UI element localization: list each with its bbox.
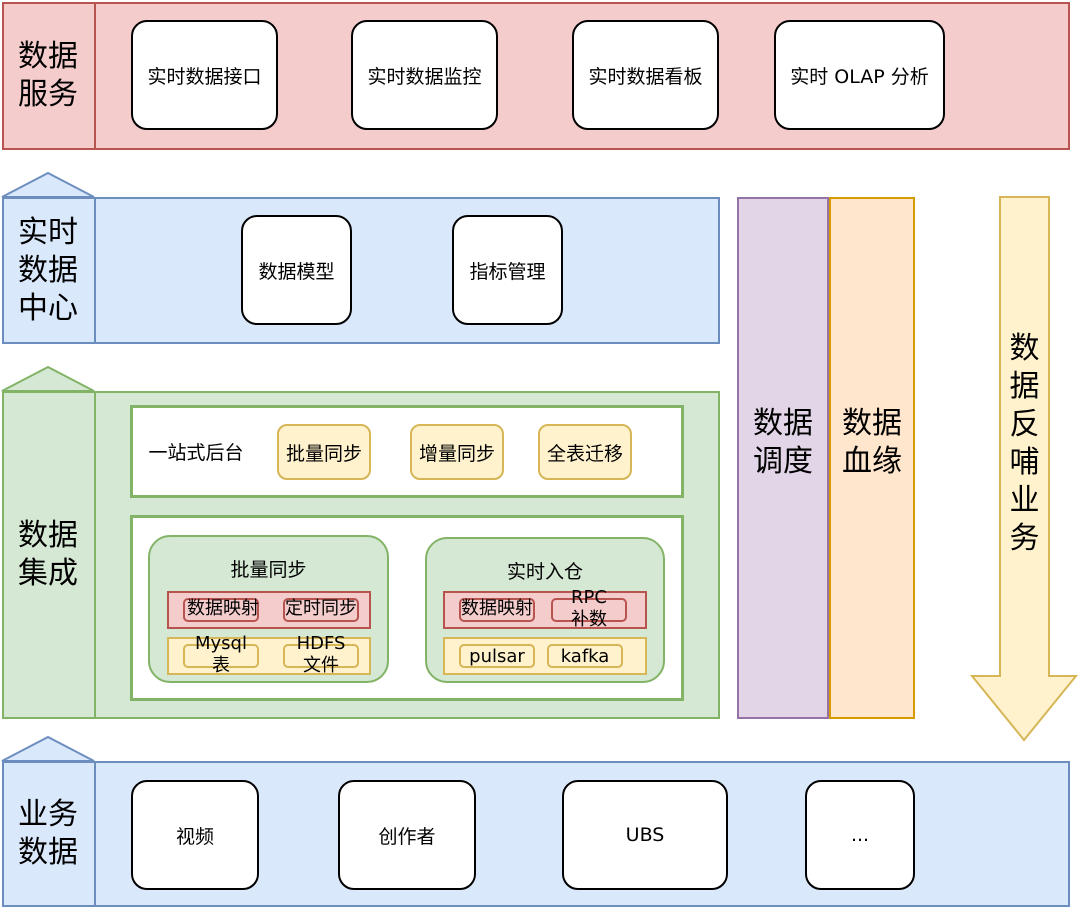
realtime-red-item-rpc: RPC补数 — [571, 587, 607, 630]
data-integration-label: 数据 集成 — [18, 518, 78, 591]
realtime-red-item-rpc-box — [551, 598, 627, 622]
realtime-yellow-row — [443, 637, 647, 675]
backend-item-migration: 全表迁移 — [538, 424, 632, 480]
service-item-api: 实时数据接口 — [131, 20, 278, 130]
batch-yellow-item-hdfs-box — [283, 644, 359, 668]
business-item-video: 视频 — [131, 780, 259, 890]
realtime-red-row — [443, 591, 647, 629]
up-arrow-business — [1, 735, 95, 762]
business-data-label: 业务 数据 — [18, 797, 78, 870]
batch-yellow-row — [167, 637, 371, 675]
batch-yellow-item-mysql-box — [183, 644, 259, 668]
batch-sync-title: 批量同步 — [230, 558, 307, 581]
lineage-column — [829, 197, 915, 719]
batch-red-item-mapping: 数据映射 — [187, 598, 259, 619]
business-data-divider — [94, 761, 96, 907]
service-item-monitor: 实时数据监控 — [351, 20, 498, 130]
up-arrow-center — [1, 171, 95, 198]
batch-red-item-schedule-box — [283, 598, 359, 622]
feedback-arrow-shape — [969, 196, 1079, 742]
batch-yellow-item-hdfs: HDFS文件 — [296, 633, 346, 676]
backend-label: 一站式后台 — [148, 441, 244, 464]
realtime-ingest-title: 实时入仓 — [506, 560, 583, 583]
realtime-red-item-mapping-box — [459, 598, 535, 622]
business-item-creator: 创作者 — [338, 780, 476, 890]
business-item-more: ... — [805, 780, 915, 890]
business-item-ubs: UBS — [562, 780, 728, 890]
data-integration-divider — [94, 391, 96, 719]
service-item-dashboard: 实时数据看板 — [572, 20, 719, 130]
realtime-yellow-item-kafka: kafka — [547, 644, 623, 668]
batch-yellow-item-mysql: Mysql表 — [195, 633, 247, 676]
up-arrow-integration — [1, 365, 95, 392]
realtime-yellow-item-pulsar: pulsar — [459, 644, 535, 668]
data-center-divider — [94, 197, 96, 344]
scheduling-column — [737, 197, 829, 719]
center-item-model: 数据模型 — [241, 215, 352, 325]
feedback-label: 数据反哺业务 — [1009, 331, 1040, 556]
batch-red-item-mapping-box — [183, 598, 259, 622]
lineage-label: 数据 血缘 — [842, 406, 902, 479]
backend-item-incremental: 增量同步 — [410, 424, 504, 480]
batch-red-item-schedule: 定时同步 — [285, 598, 357, 619]
batch-red-row — [167, 591, 371, 629]
data-center-label: 实时 数据 中心 — [18, 214, 78, 326]
service-item-olap: 实时 OLAP 分析 — [774, 20, 945, 130]
scheduling-label: 数据 调度 — [753, 406, 813, 479]
realtime-red-item-mapping: 数据映射 — [461, 598, 533, 619]
backend-item-batch: 批量同步 — [277, 424, 371, 480]
data-service-divider — [94, 2, 96, 150]
data-center-layer — [2, 197, 720, 344]
data-service-label: 数据 服务 — [18, 39, 78, 112]
center-item-metrics: 指标管理 — [452, 215, 563, 325]
